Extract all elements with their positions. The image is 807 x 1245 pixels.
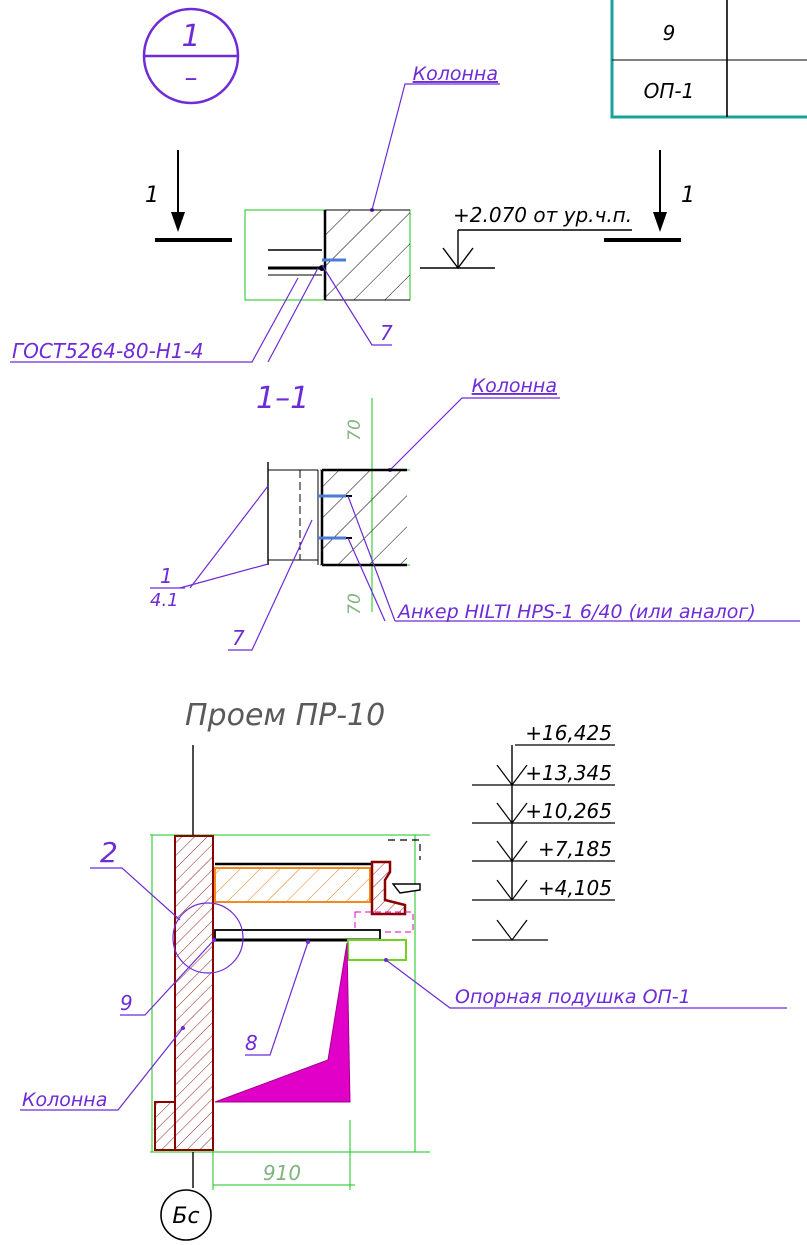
- axis-label: Бс: [172, 1204, 199, 1229]
- section-1-1: 1–1 Колонна 70 70 Анкер HILTI HPS-1 6/40…: [150, 375, 800, 651]
- section-title-1-1: 1–1: [256, 381, 309, 416]
- table-row-op1: ОП-1: [644, 79, 695, 103]
- opening-title: Проем ПР-10: [185, 698, 385, 733]
- ref-num: 1: [160, 564, 173, 588]
- elevation-5: +4,105: [538, 876, 612, 900]
- node-2-label: 2: [100, 836, 118, 869]
- item-7-section: 7: [232, 626, 245, 650]
- ref-sheet: 4.1: [150, 590, 179, 611]
- elevation-4: +7,185: [538, 837, 612, 861]
- dim-70-bottom: 70: [345, 593, 365, 615]
- elevation-2: +13,345: [525, 761, 612, 785]
- section-marker-number: 1: [181, 19, 200, 54]
- top-view: Колонна 1 1 +2.070 от ур.ч.п. ГОСТ: [10, 63, 695, 363]
- section-marker: 1 –: [142, 7, 240, 105]
- gost-label: ГОСТ5264-80-Н1-4: [12, 339, 204, 363]
- elevation-top: +2.070 от ур.ч.п.: [453, 203, 632, 227]
- opening-pr10: Проем ПР-10 +16,425 +13,345 +10,265 +7,1…: [20, 698, 787, 1241]
- spec-table: 9 ОП-1: [610, 0, 807, 119]
- item-9-label: 9: [120, 991, 133, 1015]
- dim-910: 910: [263, 1161, 301, 1185]
- column-label-opening: Колонна: [22, 1089, 107, 1111]
- anchor-label: Анкер HILTI HPS-1 6/40 (или аналог): [396, 601, 756, 623]
- elevation-3: +10,265: [525, 799, 612, 823]
- cut-label-left: 1: [145, 183, 159, 208]
- section-marker-sheet: –: [185, 63, 198, 93]
- item-7-top: 7: [380, 321, 393, 345]
- item-8-label: 8: [245, 1031, 258, 1055]
- elevation-ladder: +16,425 +13,345 +10,265 +7,185 +4,105: [472, 721, 615, 941]
- pad-label: Опорная подушка ОП-1: [455, 986, 691, 1008]
- column-label-top: Колонна: [413, 63, 498, 85]
- column-label-section: Колонна: [472, 375, 557, 397]
- dim-70-top: 70: [345, 419, 365, 441]
- elevation-1: +16,425: [525, 721, 612, 745]
- table-row-9: 9: [663, 21, 676, 45]
- cut-label-right: 1: [681, 183, 695, 208]
